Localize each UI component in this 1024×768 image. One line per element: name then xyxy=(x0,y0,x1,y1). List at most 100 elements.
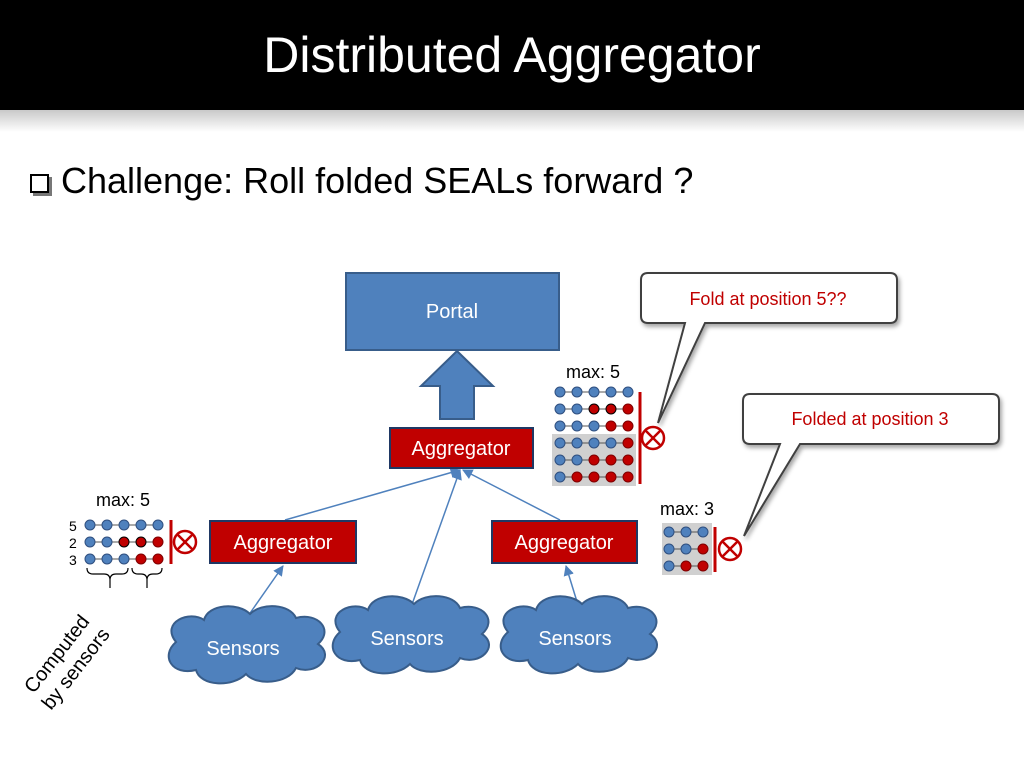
title-bar xyxy=(0,0,1024,110)
bead xyxy=(622,454,634,466)
seal-top-max-label: max: 5 xyxy=(566,362,620,382)
aggregator-top: Aggregator xyxy=(389,427,534,469)
seal-right-max-label: max: 3 xyxy=(660,499,714,519)
bead xyxy=(84,553,96,565)
edge-right-agg-to-top-agg xyxy=(462,469,561,521)
bead xyxy=(663,560,675,572)
bead xyxy=(605,437,617,449)
callout-folded: Folded at position 3 xyxy=(742,393,1000,537)
bead xyxy=(135,519,147,531)
bead xyxy=(554,386,566,398)
bead xyxy=(622,471,634,483)
sensors-cloud-right: Sensors xyxy=(499,595,658,675)
sensors-left-label: Sensors xyxy=(206,638,279,660)
bead xyxy=(588,437,600,449)
bullet-text: Challenge: Roll folded SEALs forward ? xyxy=(61,160,694,201)
bead xyxy=(588,471,600,483)
seal-left-row-label-3: 3 xyxy=(69,552,77,568)
bullet-item: Challenge: Roll folded SEALs forward ? xyxy=(30,160,693,202)
seal-top: max: 5 xyxy=(552,362,666,486)
edge-left-sensors-to-left-agg xyxy=(247,565,284,617)
bead xyxy=(622,420,634,432)
checkbox-bullet-icon xyxy=(30,173,49,193)
bead xyxy=(135,553,147,565)
bead xyxy=(622,386,634,398)
bead xyxy=(605,471,617,483)
callout-fold-question: Fold at position 5?? xyxy=(640,272,898,424)
edge-right-sensors-to-right-agg xyxy=(563,564,579,606)
bead xyxy=(571,437,583,449)
bead xyxy=(84,536,96,548)
bead xyxy=(84,519,96,531)
aggregator-left: Aggregator xyxy=(209,520,357,564)
bead xyxy=(680,560,692,572)
bead xyxy=(571,471,583,483)
bead xyxy=(588,454,600,466)
bead xyxy=(554,420,566,432)
bead xyxy=(554,454,566,466)
bead xyxy=(588,386,600,398)
sensors-cloud-center: Sensors xyxy=(331,595,490,675)
bead xyxy=(118,519,130,531)
bead xyxy=(622,403,634,415)
callout-fold-question-text: Fold at position 5?? xyxy=(689,289,846,309)
seal-right: max: 3 xyxy=(660,499,743,575)
edge-center-sensors-to-top-agg xyxy=(409,469,462,611)
portal-label: Portal xyxy=(426,301,478,323)
callout-folded-text: Folded at position 3 xyxy=(791,409,948,429)
bead xyxy=(605,403,617,415)
bead xyxy=(680,526,692,538)
bead xyxy=(622,437,634,449)
bead xyxy=(588,403,600,415)
bead xyxy=(605,454,617,466)
seal-left-max-label: max: 5 xyxy=(96,490,150,510)
bead xyxy=(118,536,130,548)
seal-left-row-label-1: 5 xyxy=(69,518,77,534)
edge-left-agg-to-top-agg xyxy=(284,467,462,521)
title-shadow xyxy=(0,110,1024,132)
bead xyxy=(571,454,583,466)
sensors-center-label: Sensors xyxy=(370,628,443,650)
bead xyxy=(588,420,600,432)
bead xyxy=(697,526,709,538)
bead xyxy=(118,553,130,565)
aggregator-right-label: Aggregator xyxy=(515,532,614,554)
bead xyxy=(571,420,583,432)
bead xyxy=(554,471,566,483)
seal-top-cross-icon xyxy=(640,425,666,451)
brace-right xyxy=(131,567,163,581)
aggregator-right: Aggregator xyxy=(491,520,638,564)
bead xyxy=(101,553,113,565)
slide-title: Distributed Aggregator xyxy=(263,27,761,83)
bead xyxy=(663,526,675,538)
bead xyxy=(152,553,164,565)
bead xyxy=(697,543,709,555)
seal-left-cross-icon xyxy=(172,529,198,555)
seal-left-row-label-2: 2 xyxy=(69,535,77,551)
sensors-right-label: Sensors xyxy=(538,628,611,650)
bead xyxy=(571,386,583,398)
bead xyxy=(554,403,566,415)
bead xyxy=(101,536,113,548)
bead xyxy=(680,543,692,555)
bead xyxy=(101,519,113,531)
brace-left xyxy=(86,567,129,581)
seal-left: max: 5 5 2 3 xyxy=(20,490,198,714)
bead xyxy=(571,403,583,415)
bead xyxy=(663,543,675,555)
aggregator-left-label: Aggregator xyxy=(234,532,333,554)
bead xyxy=(152,519,164,531)
bead xyxy=(605,386,617,398)
aggregator-top-label: Aggregator xyxy=(412,438,511,460)
bead xyxy=(697,560,709,572)
upload-arrow-icon xyxy=(418,349,496,420)
bead xyxy=(152,536,164,548)
bead xyxy=(554,437,566,449)
bead xyxy=(605,420,617,432)
connectors xyxy=(247,467,579,617)
bead xyxy=(135,536,147,548)
portal-node: Portal xyxy=(345,272,560,351)
sensors-cloud-left: Sensors xyxy=(167,605,326,685)
seal-right-cross-icon xyxy=(717,536,743,562)
